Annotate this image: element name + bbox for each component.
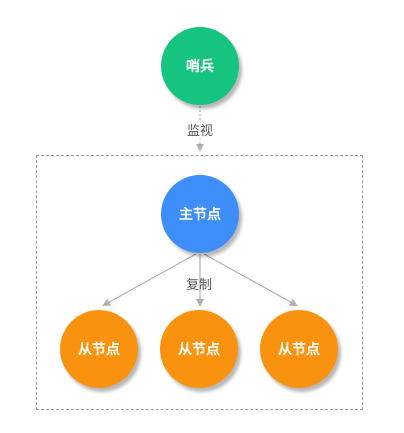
slave-node-3: 从节点 (260, 310, 338, 388)
slave-node-label: 从节点 (78, 342, 120, 358)
slave-node-1: 从节点 (60, 310, 138, 388)
sentinel-node: 哨兵 (161, 27, 239, 105)
master-node: 主节点 (161, 175, 239, 253)
slave-node-label: 从节点 (178, 342, 220, 358)
cluster-boundary (36, 155, 363, 410)
sentinel-node-label: 哨兵 (186, 59, 214, 75)
monitor-label: 监视 (185, 120, 216, 139)
replicate-edge-left (102, 253, 197, 306)
slave-node-label: 从节点 (278, 342, 320, 358)
master-node-label: 主节点 (179, 207, 221, 223)
replicate-edge-right (203, 253, 298, 306)
replicate-label: 复制 (186, 278, 213, 293)
slave-node-2: 从节点 (160, 310, 238, 388)
